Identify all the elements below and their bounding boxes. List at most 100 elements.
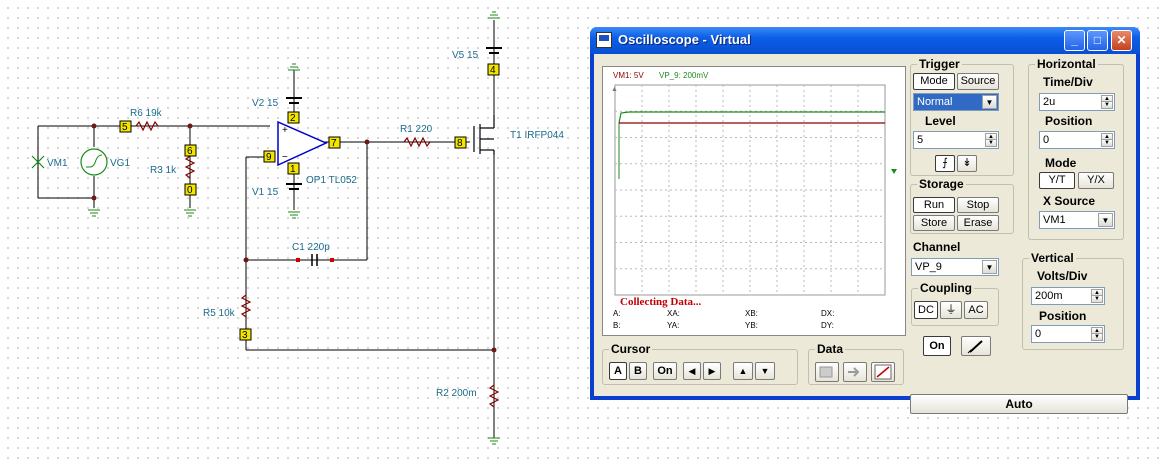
cursor-a-button[interactable]: A	[609, 362, 627, 380]
store-button[interactable]: Store	[913, 215, 955, 231]
status-text: Collecting Data...	[620, 296, 702, 308]
trigger-source-button[interactable]: Source	[957, 73, 999, 90]
node-7: 7	[331, 138, 337, 149]
auto-button[interactable]: Auto	[910, 394, 1128, 414]
node-9: 9	[266, 152, 272, 163]
spin-down-icon[interactable]: ▼	[1101, 139, 1113, 147]
horizontal-position-label: Position	[1045, 114, 1093, 128]
chevron-down-icon: ▼	[982, 95, 997, 109]
trigger-group: Trigger Mode Source Normal ▼ Level 5 ▲ ▼…	[910, 57, 1014, 176]
cursor-b-button[interactable]: B	[629, 362, 647, 380]
time-div-value: 2u	[1043, 96, 1056, 108]
export-data-button[interactable]	[843, 362, 867, 382]
chevron-down-icon: ▼	[982, 260, 997, 274]
label-op1: OP1 TL052	[306, 175, 357, 186]
node-8: 8	[457, 138, 463, 149]
channel-group: Channel VP_9 ▼ Coupling DC ⏚ AC On	[910, 240, 1014, 387]
spin-down-icon[interactable]: ▼	[1101, 101, 1113, 109]
horizontal-mode-label: Mode	[1045, 156, 1077, 170]
channel-on-button[interactable]: On	[923, 336, 951, 356]
volts-div-label: Volts/Div	[1037, 269, 1088, 283]
label-r1: R1 220	[400, 124, 433, 135]
schematic-canvas: + − 5 6 0 2 7 9 1 8 4 3 VM1 VG1 R6 19k R…	[31, 11, 564, 445]
chevron-down-icon: ▼	[1098, 213, 1113, 227]
oscilloscope-window: Oscilloscope - Virtual _ □ ✕ ▲ VM1: 5V V…	[590, 27, 1140, 414]
volts-div-value: 200m	[1035, 290, 1063, 302]
yx-mode-button[interactable]: Y/X	[1078, 172, 1114, 189]
horizontal-position-input[interactable]: 0 ▲ ▼	[1039, 131, 1115, 149]
spin-down-icon[interactable]: ▼	[1091, 295, 1103, 303]
spin-down-icon[interactable]: ▼	[985, 139, 997, 147]
dc-coupling-button[interactable]: DC	[914, 301, 938, 319]
trigger-mode-select[interactable]: Normal ▼	[913, 93, 999, 111]
label-v2: V2 15	[252, 98, 279, 109]
trigger-level-value: 5	[917, 134, 924, 146]
x-source-label: X Source	[1043, 194, 1096, 208]
trigger-level-input[interactable]: 5 ▲ ▼	[913, 131, 999, 149]
label-c1: C1 220p	[292, 242, 330, 253]
window-title: Oscilloscope - Virtual	[618, 32, 751, 47]
cursor-up-button[interactable]: ▲	[733, 362, 753, 380]
x-source-value: VM1	[1043, 214, 1066, 226]
legend-vp9: VP_9: 200mV	[659, 71, 709, 80]
storage-title: Storage	[917, 177, 966, 191]
coupling-group: Coupling DC ⏚ AC	[911, 281, 999, 326]
ya-label: YA:	[667, 321, 680, 330]
node-1: 1	[290, 164, 296, 175]
cursor-left-button[interactable]: ◀	[683, 362, 701, 380]
run-button[interactable]: Run	[913, 197, 955, 213]
rising-edge-button[interactable]: ⨍	[935, 155, 955, 172]
time-div-input[interactable]: 2u ▲ ▼	[1039, 93, 1115, 111]
scope-display[interactable]: ▲ VM1: 5V VP_9: 200mV Collecting Data...…	[602, 66, 906, 336]
falling-edge-button[interactable]: ↡	[957, 155, 977, 172]
node-3: 3	[242, 330, 248, 341]
close-button[interactable]: ✕	[1111, 30, 1132, 51]
diagram-button[interactable]	[871, 362, 895, 382]
vertical-title: Vertical	[1029, 251, 1076, 265]
yb-label: YB:	[745, 321, 758, 330]
data-group: Data	[808, 342, 904, 385]
svg-text:▲: ▲	[611, 86, 618, 93]
cursor-a-label: A:	[613, 309, 621, 318]
cursor-group: Cursor A B On ◀ ▶ ▲ ▼	[602, 342, 798, 385]
ground-coupling-button[interactable]: ⏚	[940, 301, 962, 319]
ac-coupling-button[interactable]: AC	[964, 301, 988, 319]
horizontal-position-value: 0	[1043, 134, 1050, 146]
node-0: 0	[187, 185, 193, 196]
vertical-group: Vertical Volts/Div 200m ▲ ▼ Position 0 ▲…	[1022, 251, 1124, 350]
cursor-right-button[interactable]: ▶	[703, 362, 721, 380]
node-4: 4	[490, 65, 496, 76]
trigger-mode-value: Normal	[917, 96, 953, 108]
label-r2: R2 200m	[436, 388, 477, 399]
pen-icon	[967, 340, 983, 354]
cursor-down-button[interactable]: ▼	[755, 362, 775, 380]
maximize-button[interactable]: □	[1087, 30, 1108, 51]
import-data-button[interactable]	[815, 362, 839, 382]
trace-vp9	[618, 111, 885, 124]
stop-button[interactable]: Stop	[957, 197, 999, 213]
label-r6: R6 19k	[130, 108, 163, 119]
title-bar[interactable]: Oscilloscope - Virtual _ □ ✕	[590, 27, 1140, 54]
pen-color-button[interactable]	[961, 336, 991, 356]
scope-graph: ▲	[611, 84, 897, 296]
yt-mode-button[interactable]: Y/T	[1039, 172, 1075, 189]
volts-div-input[interactable]: 200m ▲ ▼	[1031, 287, 1105, 305]
chart-icon	[874, 364, 892, 380]
export-icon	[848, 367, 860, 377]
label-r3: R3 1k	[150, 165, 177, 176]
erase-button[interactable]: Erase	[957, 215, 999, 231]
label-v1: V1 15	[252, 187, 279, 198]
legend-vm1: VM1: 5V	[613, 71, 644, 80]
spin-down-icon[interactable]: ▼	[1091, 333, 1103, 341]
cursor-on-button[interactable]: On	[653, 362, 677, 380]
channel-select[interactable]: VP_9 ▼	[911, 258, 999, 276]
minimize-button[interactable]: _	[1064, 30, 1085, 51]
import-icon	[819, 366, 833, 378]
dy-label: DY:	[821, 321, 834, 330]
node-6: 6	[187, 146, 193, 157]
vertical-position-input[interactable]: 0 ▲ ▼	[1031, 325, 1105, 343]
trigger-mode-button[interactable]: Mode	[913, 73, 955, 90]
x-source-select[interactable]: VM1 ▼	[1039, 211, 1115, 229]
horizontal-group: Horizontal Time/Div 2u ▲ ▼ Position 0 ▲ …	[1028, 57, 1124, 240]
node-2: 2	[290, 113, 296, 124]
